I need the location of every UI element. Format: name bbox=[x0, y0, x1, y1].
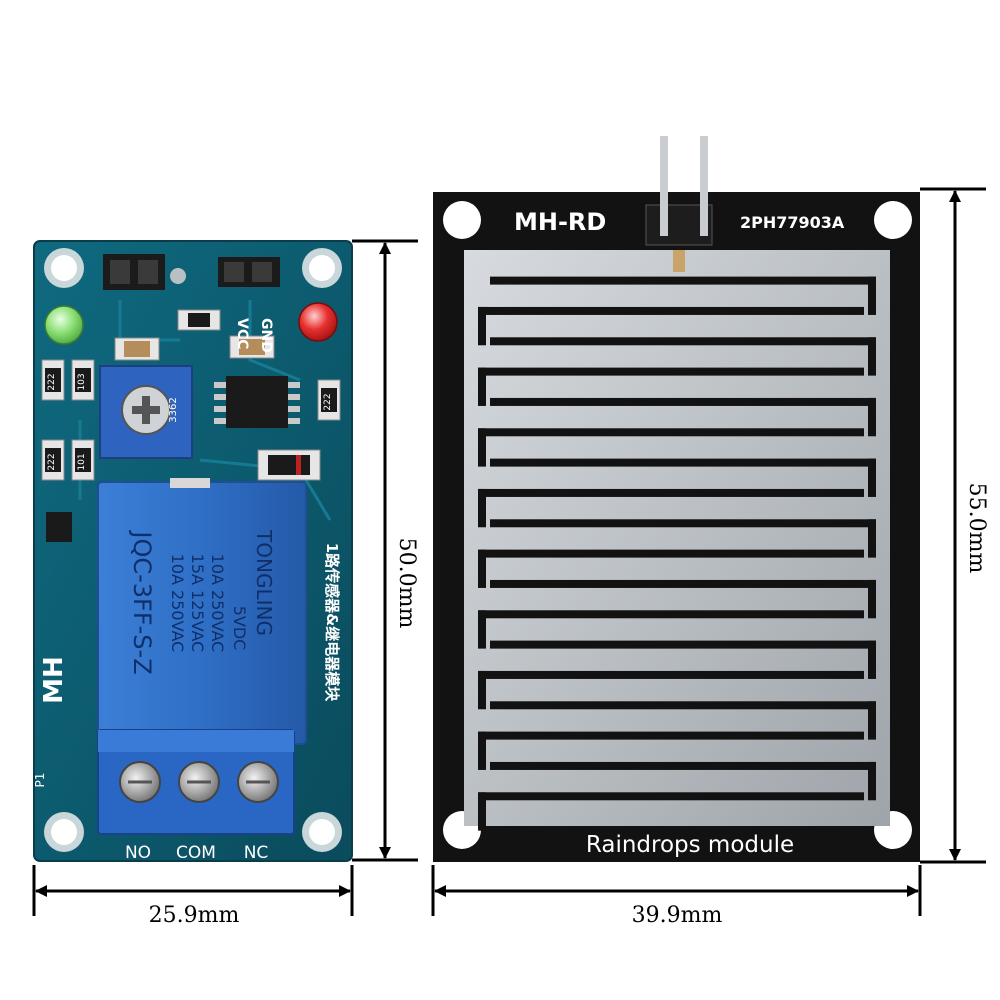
trace-gap bbox=[490, 579, 876, 588]
trace-gap bbox=[478, 792, 864, 801]
comparator-ic bbox=[214, 376, 300, 428]
rain-height-label: 55.0mm bbox=[964, 483, 989, 574]
trace-gap bbox=[490, 276, 876, 285]
relay-body: TONGLING 5VDC 10A 250VAC 15A 125VAC 10A … bbox=[97, 478, 307, 745]
p1-label: P1 bbox=[33, 773, 47, 788]
relay-width-label: 25.9mm bbox=[149, 903, 240, 928]
terminal-block bbox=[97, 729, 295, 835]
trace-gap bbox=[478, 731, 486, 770]
dimension-annotations bbox=[32, 187, 986, 916]
terminal-label-no: NO bbox=[125, 843, 151, 863]
trace-gap bbox=[478, 670, 486, 710]
jumper-header-power bbox=[218, 257, 280, 287]
gnd-pin-label: GND bbox=[258, 318, 274, 353]
trace-gap bbox=[868, 579, 876, 619]
rain-serial-label: 2PH77903A bbox=[740, 213, 845, 232]
relay-rating-1: 10A 250VAC bbox=[208, 554, 227, 653]
relay-rating-2: 15A 125VAC bbox=[188, 554, 207, 653]
relay-height-label: 50.0mm bbox=[394, 538, 419, 629]
trace-gap bbox=[478, 428, 486, 467]
relay-brand: TONGLING bbox=[252, 529, 276, 636]
trace-gap bbox=[868, 337, 876, 376]
trace-gap bbox=[490, 337, 876, 346]
rain-sensor-board: MH-RD 2PH77903A Raindrops module bbox=[433, 136, 920, 862]
sensing-traces bbox=[464, 250, 890, 831]
trace-gap bbox=[868, 640, 876, 679]
trace-gap bbox=[478, 610, 486, 649]
trace-gap bbox=[868, 701, 876, 740]
trace-gap bbox=[478, 549, 864, 558]
svg-text:222: 222 bbox=[323, 393, 333, 410]
green-led bbox=[44, 305, 84, 345]
trace-gap bbox=[478, 549, 486, 588]
trace-gap bbox=[490, 701, 876, 710]
trace-gap bbox=[478, 306, 486, 346]
trace-gap bbox=[490, 458, 876, 467]
trace-gap bbox=[490, 519, 876, 528]
trace-gap bbox=[478, 306, 864, 315]
relay-voltage: 5VDC bbox=[230, 606, 249, 651]
trace-gap bbox=[868, 276, 876, 315]
trace-gap bbox=[490, 761, 876, 770]
trace-gap bbox=[868, 458, 876, 497]
rain-caption: Raindrops module bbox=[586, 832, 794, 858]
trace-gap bbox=[868, 519, 876, 558]
rain-mounting-holes bbox=[443, 201, 912, 849]
mounting-holes bbox=[44, 248, 342, 852]
trace-gap bbox=[478, 670, 864, 679]
terminal-label-com: COM bbox=[176, 843, 216, 863]
trace-gap bbox=[478, 731, 864, 740]
terminal-label-nc: NC bbox=[244, 843, 269, 863]
trace-gap bbox=[490, 397, 876, 406]
potentiometer: 3362 bbox=[99, 365, 193, 459]
svg-text:103: 103 bbox=[77, 373, 87, 390]
svg-text:101: 101 bbox=[77, 453, 87, 470]
jumper-header-left bbox=[103, 254, 186, 290]
svg-text:222: 222 bbox=[47, 453, 57, 470]
trace-gap bbox=[478, 428, 864, 437]
trace-gap bbox=[478, 367, 864, 376]
smd-components bbox=[41, 309, 341, 542]
relay-module-cn-label: 1路传感器&继电器模块 bbox=[323, 543, 341, 703]
svg-text:3362: 3362 bbox=[168, 397, 179, 422]
relay-part-number: JQC-3FF-S-Z bbox=[128, 529, 156, 674]
red-led bbox=[298, 302, 338, 342]
relay-module: 222 103 222 101 222 3362 VCC GND bbox=[33, 240, 353, 863]
brand-mark: MH bbox=[39, 656, 69, 704]
vcc-pin-label: VCC bbox=[234, 318, 250, 349]
rain-model-label: MH-RD bbox=[514, 208, 606, 236]
trace-gap bbox=[478, 792, 486, 831]
trace-gap bbox=[868, 761, 876, 801]
svg-text:222: 222 bbox=[47, 373, 57, 390]
relay-rating-3: 10A 250VAC bbox=[168, 554, 187, 653]
trace-gap bbox=[478, 610, 864, 619]
trace-gap bbox=[490, 640, 876, 649]
trace-gap bbox=[478, 367, 486, 406]
resistor-codes: 222 103 222 101 222 bbox=[47, 373, 333, 470]
trace-gap bbox=[478, 488, 864, 497]
trace-gap bbox=[868, 397, 876, 437]
trace-gap bbox=[478, 488, 486, 528]
rain-width-label: 39.9mm bbox=[632, 903, 723, 928]
